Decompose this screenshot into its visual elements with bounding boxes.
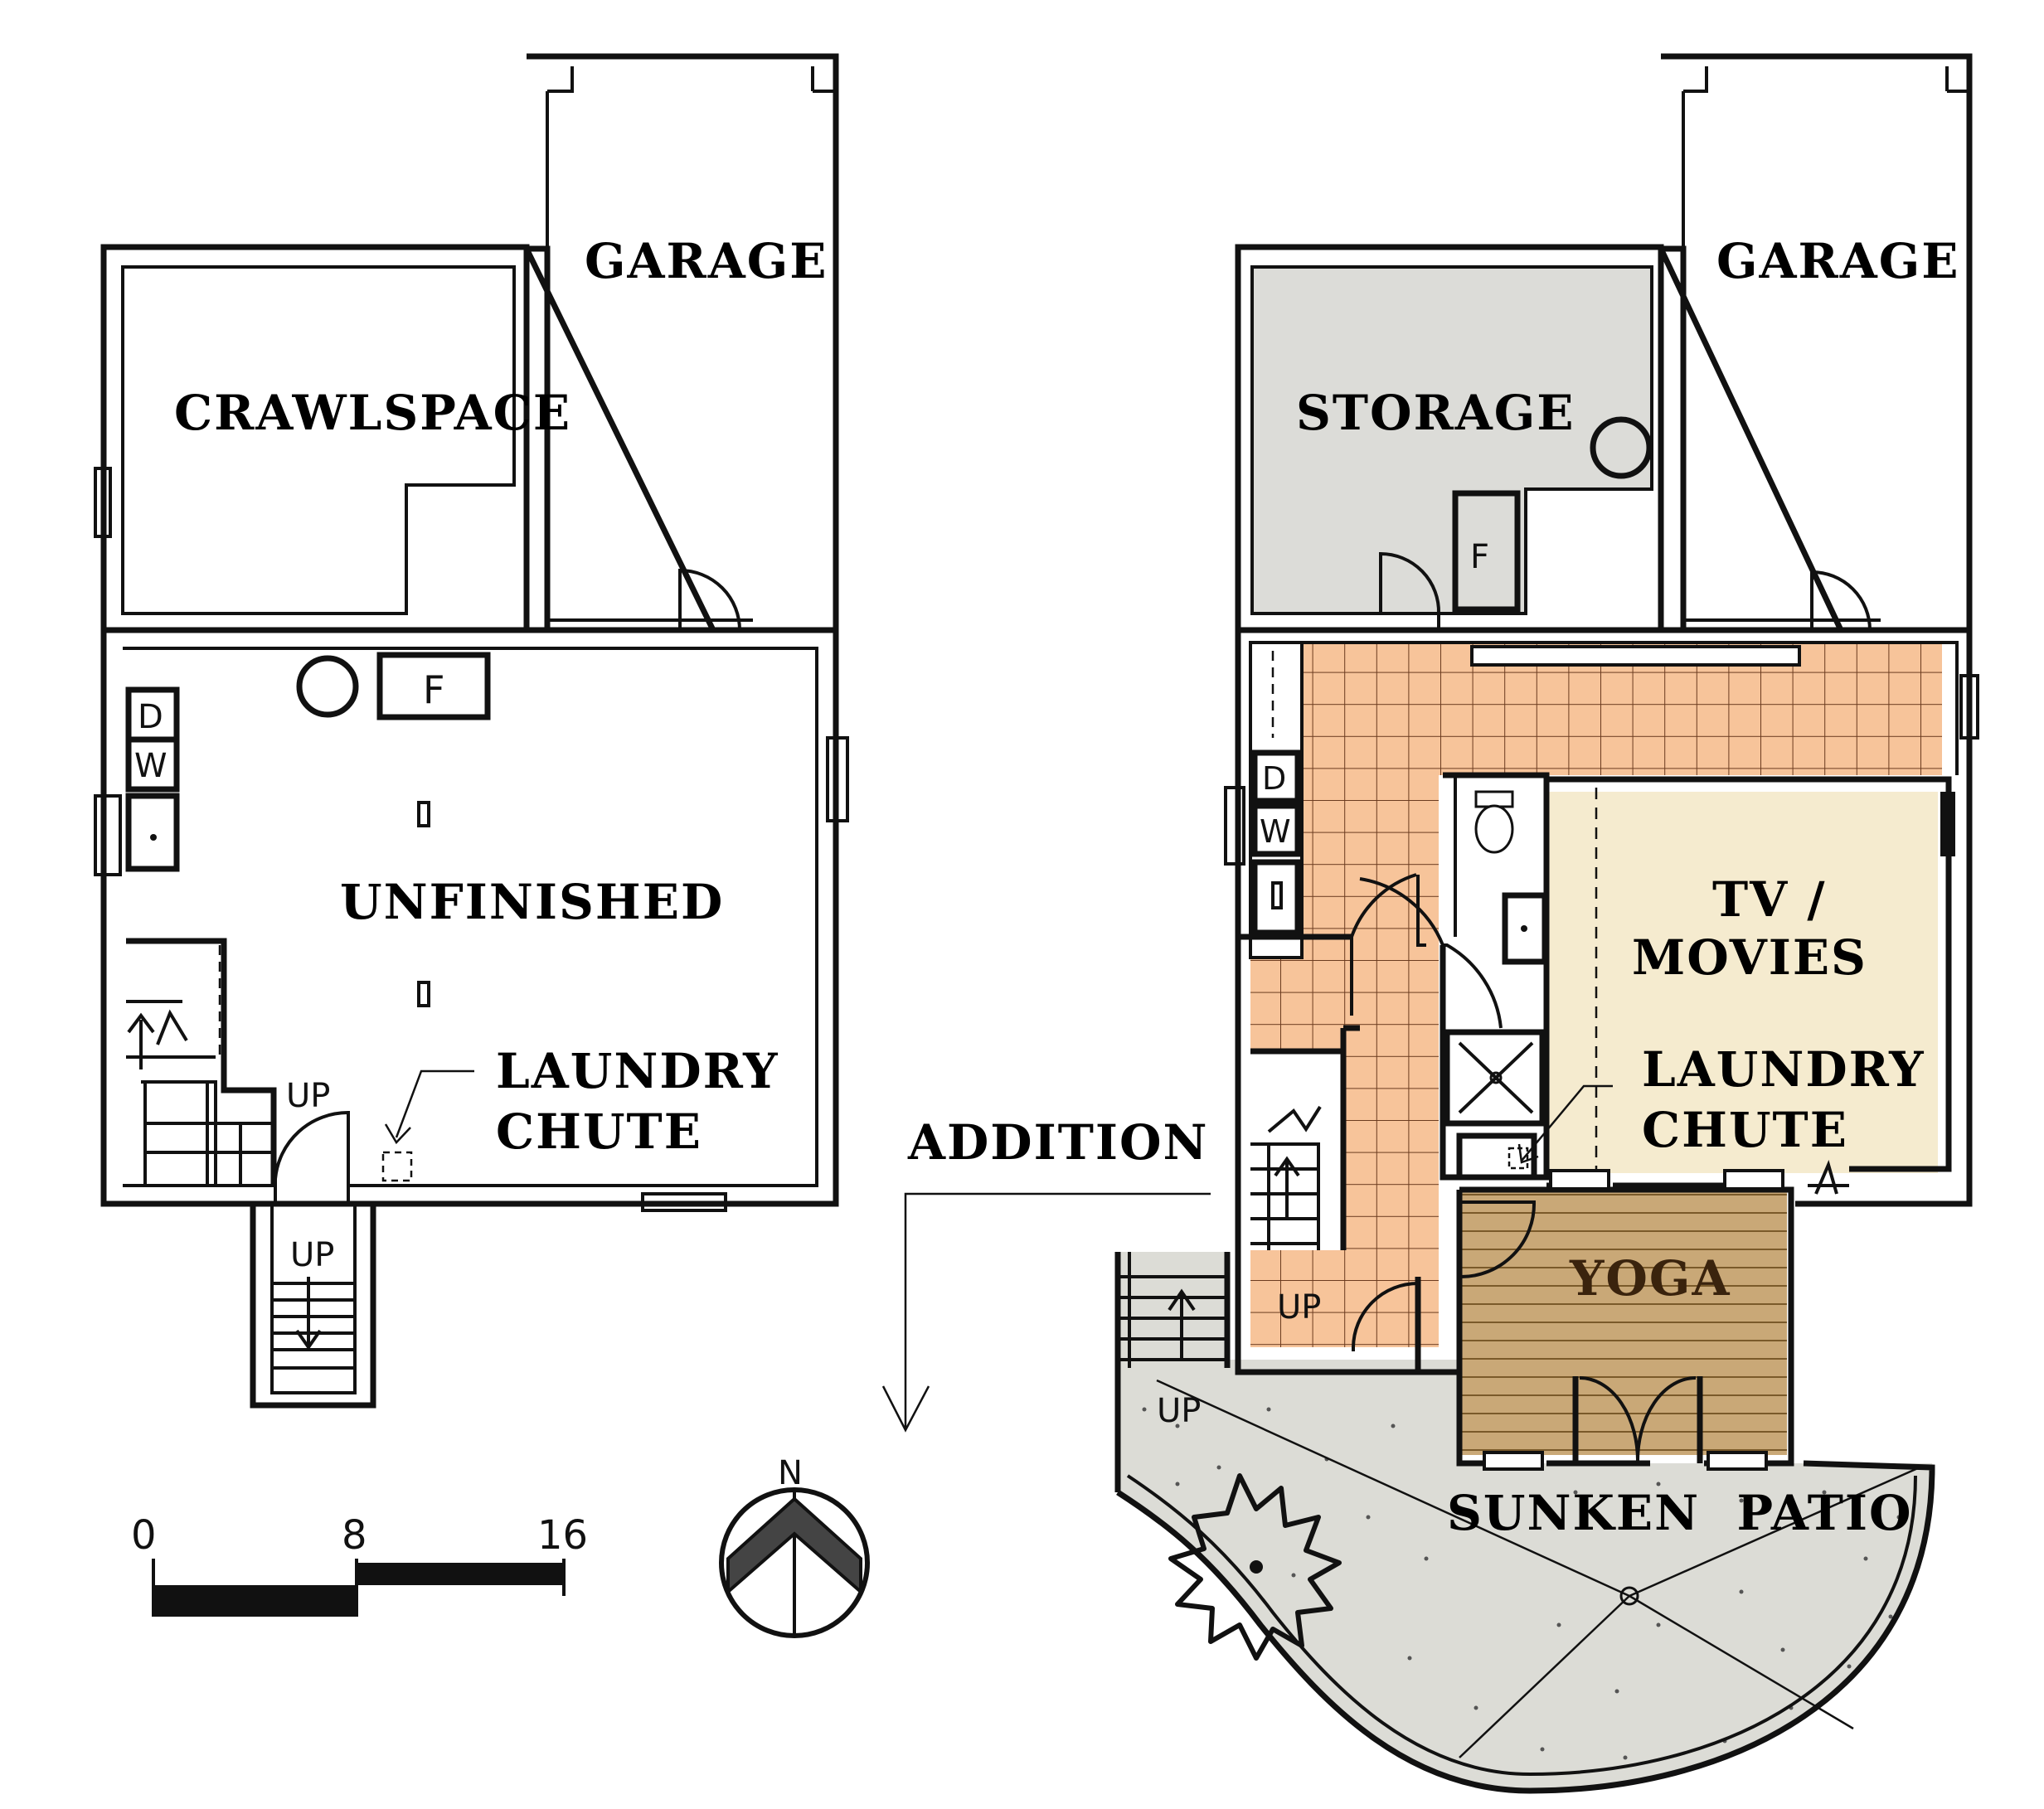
- addition-label: ADDITION: [907, 1114, 1209, 1171]
- scale-label-8: 8: [342, 1512, 367, 1559]
- proposed-garage-wall: [1656, 53, 1973, 633]
- storage-shelf: [1470, 645, 1801, 667]
- proposed-exterior-stair: [1114, 1252, 1231, 1368]
- existing-up-exterior-label: UP: [290, 1236, 334, 1274]
- tv-room-fill: [1546, 792, 1938, 1173]
- existing-garage-wall: [522, 53, 839, 633]
- existing-unfinished-wall: [100, 627, 839, 1207]
- sunken-patio-label: SUNKEN PATIO: [1447, 1485, 1913, 1541]
- existing-furnace-icon: [376, 652, 491, 720]
- proposed-washer-icon: [1251, 803, 1301, 857]
- storage-fill: [1252, 267, 1652, 614]
- proposed-washer-label: W: [1260, 813, 1291, 850]
- proposed-furnace-icon: [1452, 490, 1521, 613]
- existing-furnace-label: F: [423, 667, 444, 712]
- proposed-garage-label: GARAGE: [1716, 233, 1959, 289]
- existing-water-heater-icon: [296, 655, 359, 718]
- proposed-dryer-label: D: [1262, 760, 1286, 797]
- existing-plan: F D W UP UP GARAGE CRAWLSPA: [94, 53, 849, 1409]
- existing-laundry-label-line1: LAUNDRY: [496, 1043, 779, 1099]
- proposed-laundry-label-line2: CHUTE: [1642, 1102, 1848, 1158]
- proposed-up-patio-label: UP: [1157, 1392, 1201, 1430]
- existing-laundry-label-line2: CHUTE: [496, 1103, 702, 1160]
- proposed-bath-sink-icon: [1502, 892, 1548, 965]
- existing-laundry-chute-icon: [381, 1151, 413, 1182]
- existing-up-interior-label: UP: [286, 1077, 330, 1115]
- scale-bar: 0 8 16: [131, 1512, 588, 1617]
- north-label: N: [778, 1454, 803, 1492]
- tree-icon: [1168, 1473, 1342, 1661]
- scale-label-0: 0: [131, 1512, 157, 1559]
- proposed-storage-label: STORAGE: [1296, 385, 1575, 441]
- existing-crawlspace-label: CRAWLSPACE: [174, 385, 571, 441]
- addition-arrow: [881, 1192, 1211, 1433]
- existing-exterior-stair: [250, 1204, 376, 1409]
- proposed-dryer-icon: [1251, 749, 1301, 804]
- proposed-laundry-label-line1: LAUNDRY: [1642, 1041, 1925, 1098]
- proposed-toilet-icon: [1474, 790, 1514, 854]
- existing-dryer-label: D: [138, 698, 163, 736]
- existing-garage-label: GARAGE: [585, 233, 828, 289]
- scale-label-16: 16: [537, 1512, 588, 1559]
- existing-sink-icon: [125, 793, 180, 872]
- proposed-furnace-label: F: [1470, 538, 1489, 576]
- proposed-water-heater-icon: [1590, 416, 1653, 479]
- proposed-plan: F D W: [1114, 53, 1979, 1794]
- tile-floor: [1250, 643, 1942, 1347]
- north-arrow: N: [719, 1454, 870, 1638]
- proposed-laundry-chute-icon: [1456, 1132, 1537, 1181]
- proposed-shower-icon: [1444, 1029, 1546, 1127]
- proposed-interior-stair: [1250, 1048, 1347, 1250]
- tv-label-line2: MOVIES: [1632, 929, 1867, 986]
- existing-interior-stair: [126, 938, 277, 1186]
- existing-washer-label: W: [134, 747, 168, 785]
- existing-washer-icon: [125, 736, 180, 793]
- proposed-up-interior-label: UP: [1277, 1288, 1321, 1326]
- proposed-main-wall: [1235, 627, 1973, 1375]
- addition-callout: ADDITION: [881, 1114, 1211, 1433]
- yoga-floor: [1459, 1190, 1787, 1455]
- yoga-label: YOGA: [1569, 1250, 1731, 1307]
- proposed-sink-icon: [1251, 859, 1301, 936]
- tv-label-line1: TV /: [1712, 871, 1827, 928]
- existing-unfinished-label: UNFINISHED: [340, 874, 724, 930]
